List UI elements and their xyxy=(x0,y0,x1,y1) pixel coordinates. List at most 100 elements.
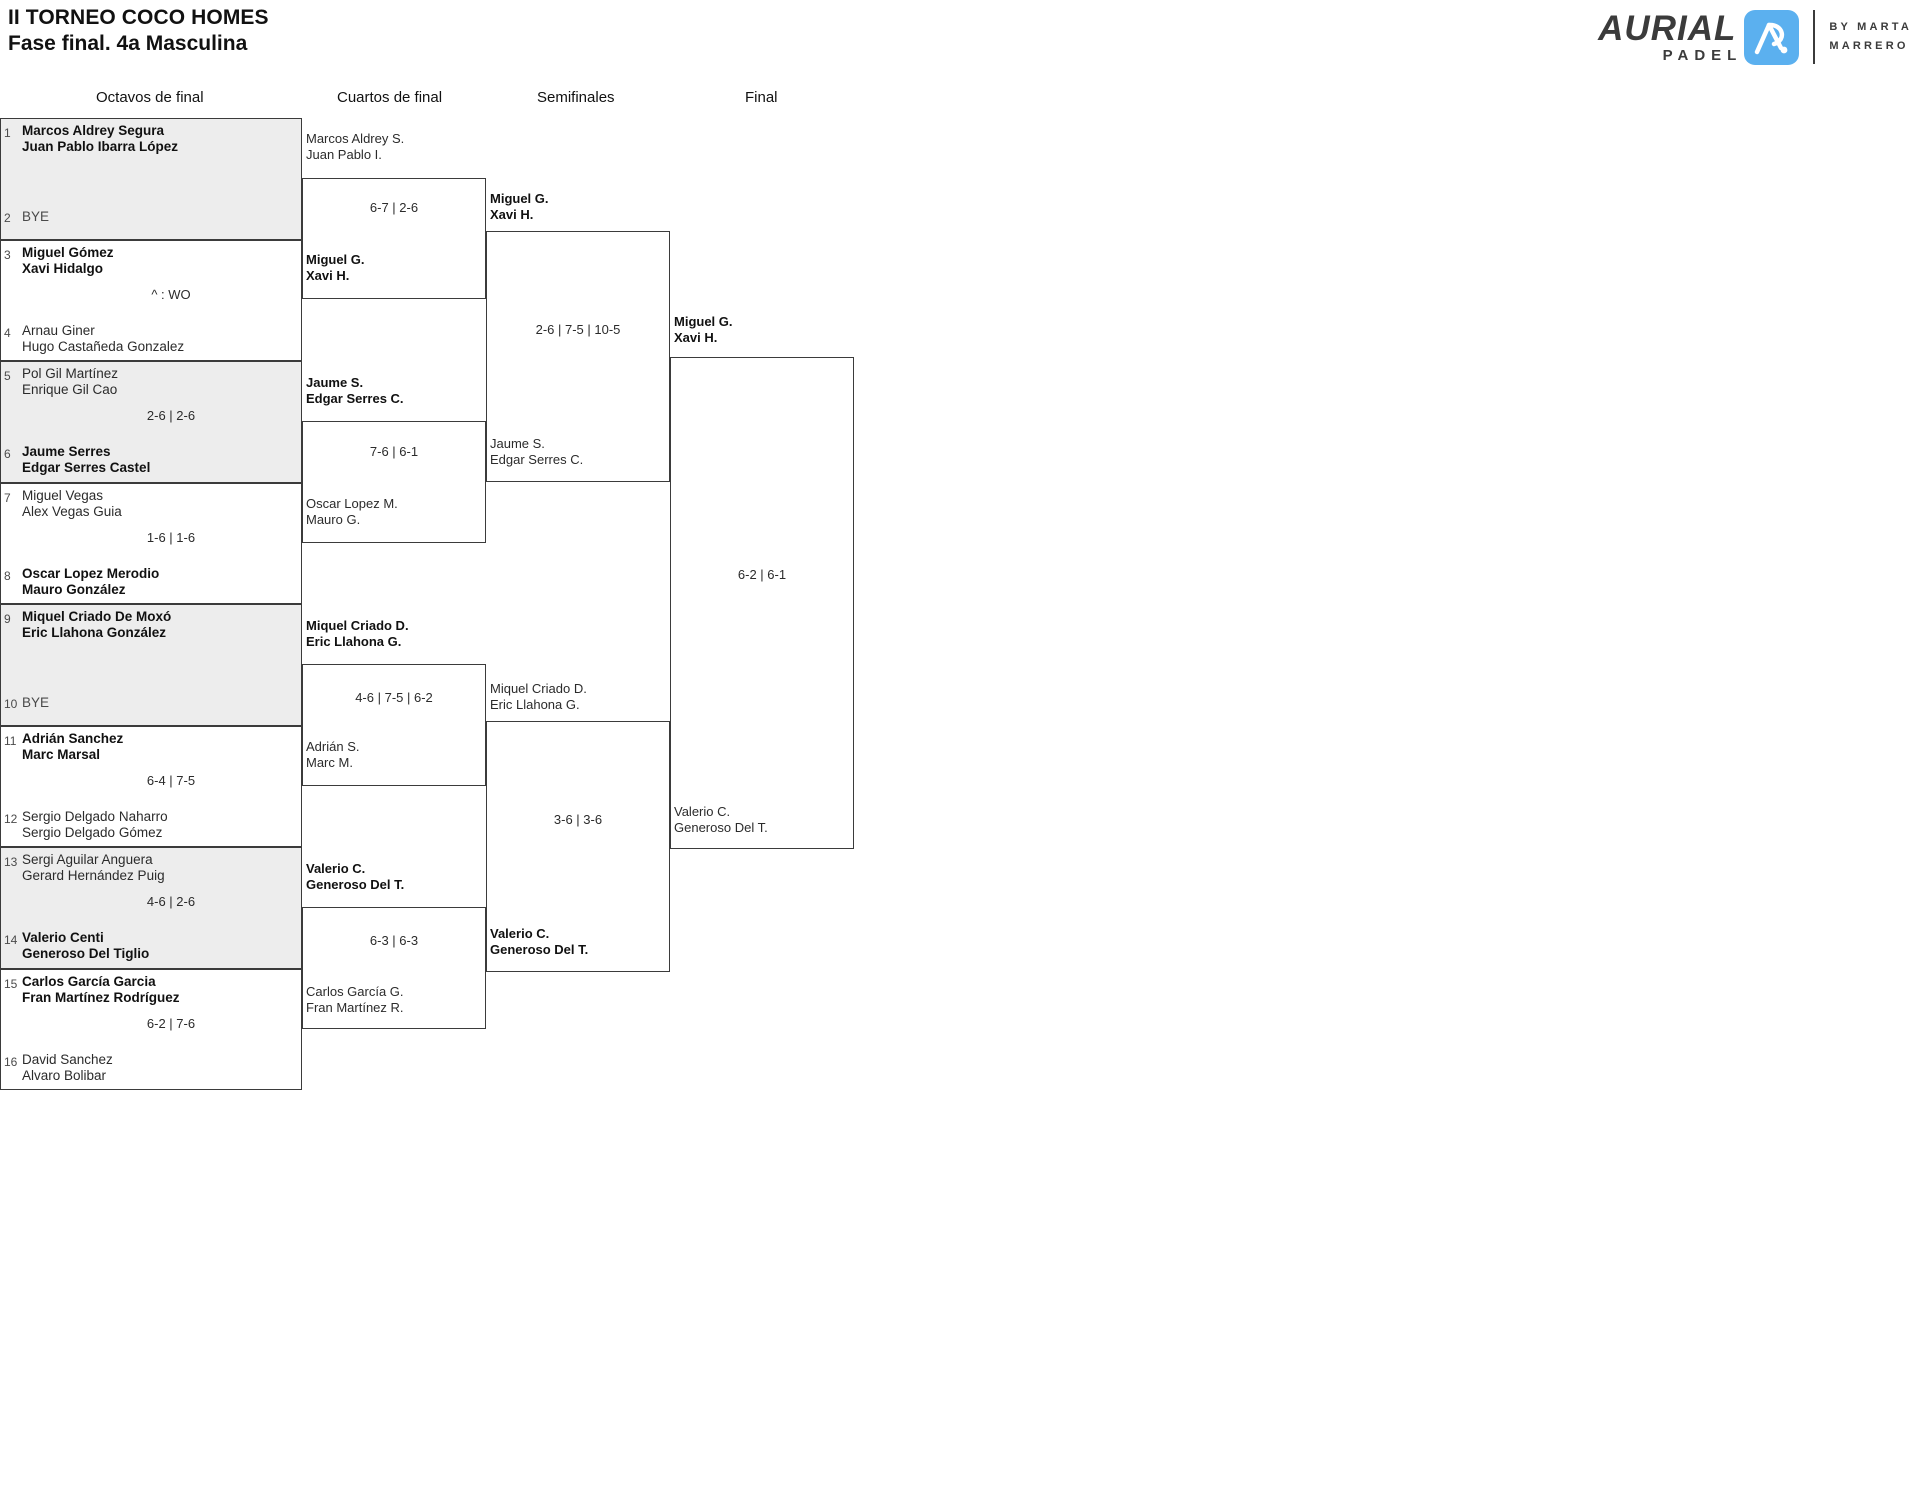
r1-match-3[interactable] xyxy=(0,361,302,483)
r1-match-3-score: 2-6 | 2-6 xyxy=(146,408,196,423)
sf-match-2-top-player2: Eric Llahona G. xyxy=(490,696,580,712)
r1-match-5[interactable] xyxy=(0,604,302,726)
sf-match-2-top: Miquel Criado D.Eric Llahona G. xyxy=(490,681,587,712)
r1-match-7-score: 4-6 | 2-6 xyxy=(146,894,196,909)
r1-match-8-top-seed: 15 xyxy=(4,976,18,991)
r1-match-1-top-player2: Juan Pablo Ibarra López xyxy=(22,139,179,154)
final-match-bottom-player1: Valerio C. xyxy=(674,804,731,819)
r1-match-8[interactable] xyxy=(0,968,302,1090)
sf-match-1-bottom-player1: Jaume S. xyxy=(490,436,545,451)
sf-match-2-box[interactable] xyxy=(486,721,670,972)
r1-match-2[interactable] xyxy=(0,239,302,361)
qf-match-1-top-player2: Juan Pablo I. xyxy=(306,146,382,162)
aurial-padel-logo: AURIAL PADEL BY MARTA MARRERO xyxy=(1598,6,1912,68)
qf-match-3-bottom: Adrián S.Marc M. xyxy=(306,739,359,770)
round-header-semifinales: Semifinales xyxy=(537,89,615,106)
r1-match-6-top-seed: 11 xyxy=(4,733,17,748)
r1-match-1-bottom-bye-label: BYE xyxy=(22,209,50,224)
qf-match-4-top-player2: Generoso Del T. xyxy=(306,876,405,892)
r1-match-1-bottom-seed: 2 xyxy=(4,211,11,225)
r1-match-4-score: 1-6 | 1-6 xyxy=(146,529,196,545)
r1-match-4-top-seed: 7 xyxy=(4,490,11,505)
qf-match-3-bottom-player2: Marc M. xyxy=(306,754,353,770)
r1-match-7-bottom-player2: Generoso Del Tiglio xyxy=(22,946,150,961)
r1-match-7-top-player2: Gerard Hernández Puig xyxy=(22,868,165,883)
r1-match-4[interactable] xyxy=(0,482,302,604)
page-subtitle: Fase final. 4a Masculina xyxy=(8,32,248,55)
logo-sub-text: PADEL xyxy=(1662,46,1743,64)
qf-match-2-top-player2: Edgar Serres C. xyxy=(306,390,404,406)
sf-match-2-bottom: Valerio C.Generoso Del T. xyxy=(490,926,588,957)
qf-match-3-top: Miquel Criado D.Eric Llahona G. xyxy=(306,618,409,649)
sf-match-1-bottom-player2: Edgar Serres C. xyxy=(490,451,584,467)
r1-match-2-bottom-seed: 4 xyxy=(4,325,11,340)
r1-match-7[interactable] xyxy=(0,847,302,969)
r1-match-6-top-player2: Marc Marsal xyxy=(22,746,101,762)
qf-match-4-box[interactable] xyxy=(302,907,486,1029)
r1-match-2-top-seed: 3 xyxy=(4,247,11,262)
qf-match-1-box[interactable] xyxy=(302,178,486,299)
page-header: II TORNEO COCO HOMES Fase final. 4a Masc… xyxy=(0,0,1920,80)
final-match-top: Miguel G.Xavi H. xyxy=(674,314,733,345)
r1-match-4-bottom-seed: 8 xyxy=(4,568,11,583)
logo-wordmark: AURIAL PADEL xyxy=(1598,10,1736,64)
qf-match-3-box[interactable] xyxy=(302,664,486,786)
r1-match-8-bottom-player1: David Sanchez xyxy=(22,1051,113,1067)
sf-match-1-box[interactable] xyxy=(486,231,670,482)
round-header-final: Final xyxy=(745,89,778,106)
r1-match-2-top-player2: Xavi Hidalgo xyxy=(22,260,104,276)
final-match-bottom-player2: Generoso Del T. xyxy=(674,819,768,835)
r1-match-6-bottom-player1: Sergio Delgado Naharro xyxy=(22,808,168,824)
final-match-box[interactable] xyxy=(670,357,854,849)
sf-match-1-top: Miguel G.Xavi H. xyxy=(490,191,549,222)
qf-match-2-top-player1: Jaume S. xyxy=(306,375,364,390)
r1-match-3-bottom-player1: Jaume Serres xyxy=(22,444,111,459)
r1-match-6[interactable] xyxy=(0,725,302,847)
qf-match-4-top-player1: Valerio C. xyxy=(306,861,366,876)
r1-match-6-bottom-player2: Sergio Delgado Gómez xyxy=(22,824,163,840)
qf-match-1-score: 6-7 | 2-6 xyxy=(369,200,419,215)
r1-match-7-bottom-player1: Valerio Centi xyxy=(22,930,104,945)
sf-match-1-top-player1: Miguel G. xyxy=(490,191,549,206)
r1-match-1-bottom-row[interactable]: 2 BYE xyxy=(0,208,302,225)
logo-byline-line2: MARRERO xyxy=(1829,40,1909,52)
r1-match-5-top-player2: Eric Llahona González xyxy=(22,625,167,640)
r1-match-6-bottom-seed: 12 xyxy=(4,811,18,826)
round-header-octavos: Octavos de final xyxy=(96,89,204,106)
aurial-monogram-icon xyxy=(1744,9,1800,65)
final-match-top-player2: Xavi H. xyxy=(674,329,718,345)
qf-match-2-bottom-player2: Mauro G. xyxy=(306,511,361,527)
qf-match-1-bottom-player2: Xavi H. xyxy=(306,267,350,283)
qf-match-2-box[interactable] xyxy=(302,421,486,543)
sf-match-1-bottom: Jaume S.Edgar Serres C. xyxy=(490,436,583,467)
r1-match-3-bottom-seed: 6 xyxy=(4,447,11,461)
qf-match-1-top-player1: Marcos Aldrey S. xyxy=(306,131,405,146)
r1-match-1[interactable] xyxy=(0,118,302,240)
sf-match-1-top-player2: Xavi H. xyxy=(490,206,534,222)
r1-match-8-bottom-seed: 16 xyxy=(4,1054,18,1069)
r1-match-7-top-seed: 13 xyxy=(4,855,18,869)
